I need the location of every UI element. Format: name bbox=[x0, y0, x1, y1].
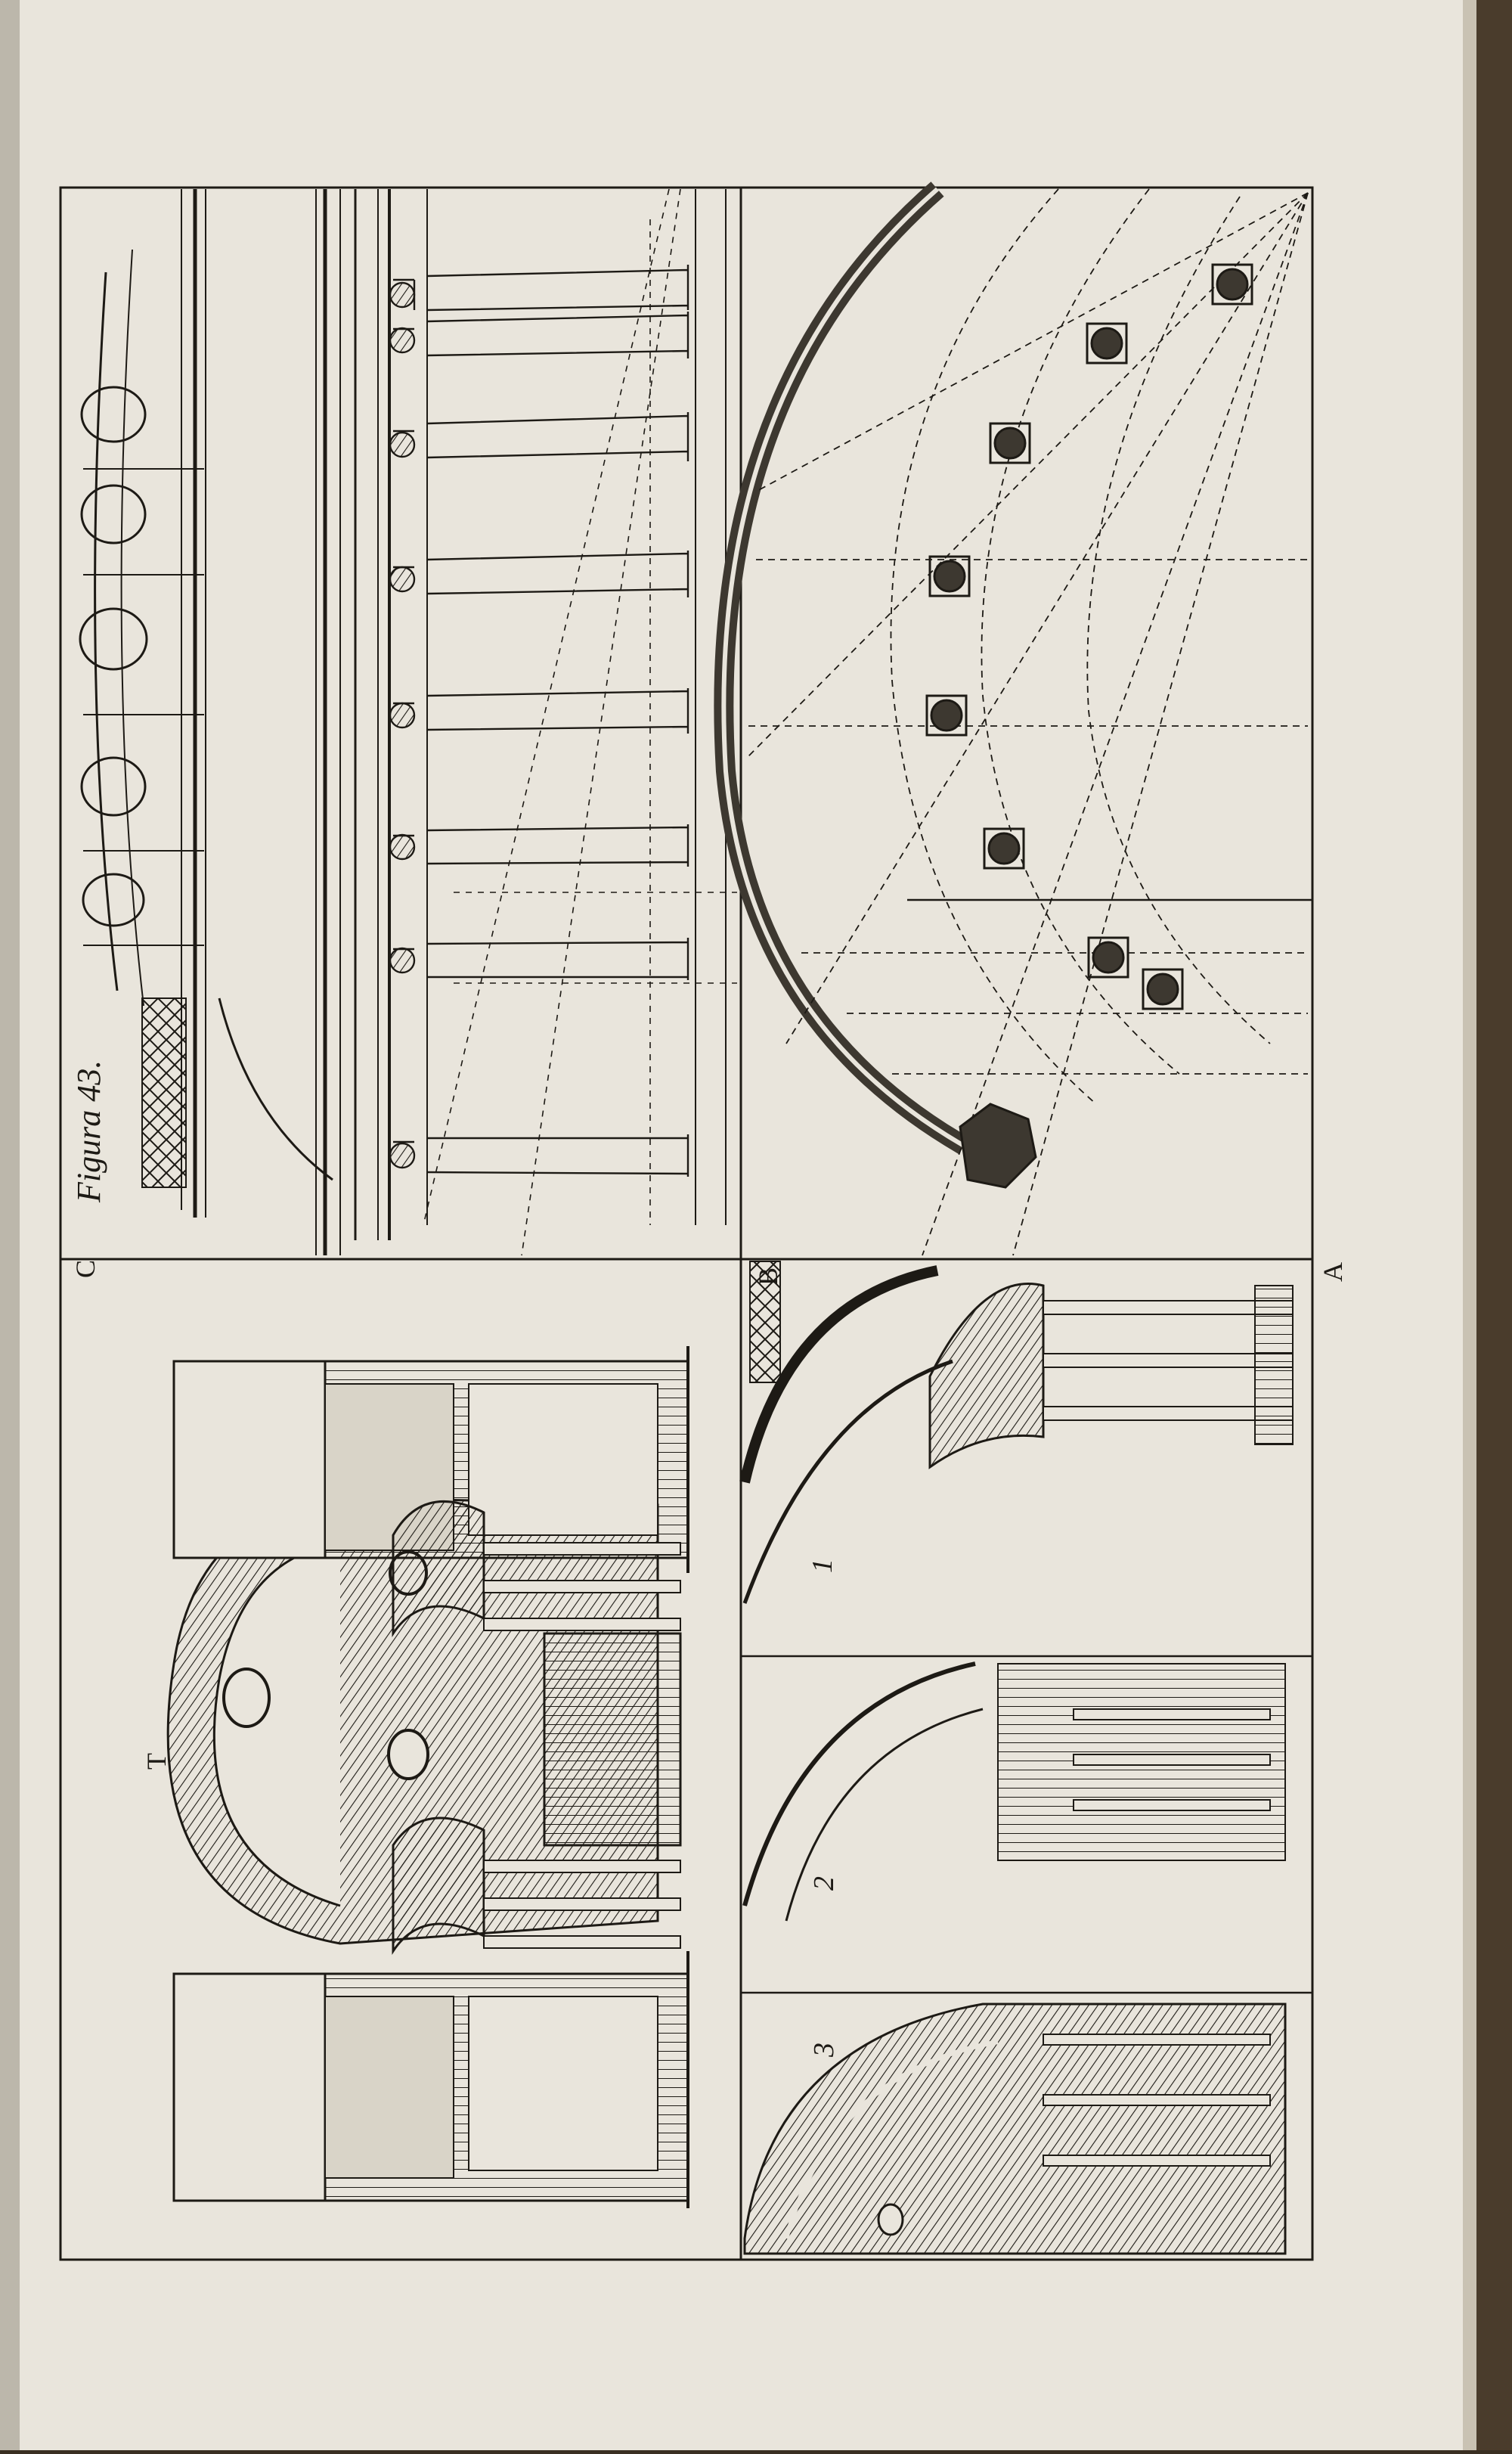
figure-caption: Figura 43. bbox=[70, 1059, 107, 1202]
column-capital bbox=[389, 833, 416, 861]
letter-a: A bbox=[1318, 1262, 1348, 1282]
plan-column bbox=[983, 827, 1025, 870]
page-edge-stack bbox=[1463, 0, 1476, 2450]
oval-window bbox=[80, 386, 147, 443]
plan-column bbox=[1086, 322, 1128, 365]
column-capital bbox=[389, 431, 416, 458]
view-number-3: 3 bbox=[808, 2043, 840, 2057]
oval-window bbox=[79, 607, 148, 671]
semicircular-plan bbox=[714, 181, 1312, 1256]
oval-window bbox=[80, 484, 147, 544]
plate-border bbox=[59, 186, 1314, 2261]
drum-base bbox=[543, 1632, 682, 1847]
column-row bbox=[389, 265, 689, 1177]
perspective-view-t bbox=[166, 1346, 689, 2208]
oval-window bbox=[82, 873, 145, 927]
plan-column bbox=[1211, 263, 1253, 306]
column-capital bbox=[389, 947, 416, 974]
column-capital bbox=[389, 566, 416, 593]
view-1-frieze bbox=[749, 1261, 781, 1383]
plan-column-bases bbox=[925, 263, 1253, 1010]
lattice-frieze bbox=[141, 997, 187, 1188]
perspective-columns-upper bbox=[392, 1500, 681, 1637]
column-capital bbox=[389, 702, 416, 729]
view-number-1: 1 bbox=[807, 1559, 838, 1573]
plan-corner-pier bbox=[959, 1103, 1037, 1189]
right-pier-block bbox=[172, 1951, 689, 2208]
letter-c: C bbox=[70, 1259, 101, 1278]
letter-b: B bbox=[753, 1267, 783, 1286]
letter-t: T bbox=[141, 1753, 172, 1770]
arch-view-3 bbox=[743, 2003, 1287, 2255]
column-capital bbox=[389, 327, 416, 354]
oval-window-band bbox=[79, 189, 204, 1210]
dome-oculus bbox=[387, 1729, 429, 1780]
plan-column bbox=[989, 422, 1031, 464]
column-capital bbox=[389, 1142, 416, 1169]
plan-column bbox=[925, 694, 968, 737]
column-capital bbox=[389, 281, 416, 309]
page-fold-shadow bbox=[0, 0, 20, 2450]
plan-column bbox=[1087, 936, 1129, 979]
plan-column bbox=[1142, 968, 1184, 1010]
construction-lines bbox=[423, 188, 737, 1256]
oval-window bbox=[80, 756, 147, 817]
arch-view-1 bbox=[739, 1261, 1294, 1604]
plan-column bbox=[928, 555, 971, 597]
view-number-2: 2 bbox=[808, 1876, 840, 1891]
dome-oculus bbox=[222, 1668, 271, 1728]
perspective-columns-lower bbox=[392, 1816, 681, 1955]
arch-view-2 bbox=[742, 1661, 1286, 1922]
